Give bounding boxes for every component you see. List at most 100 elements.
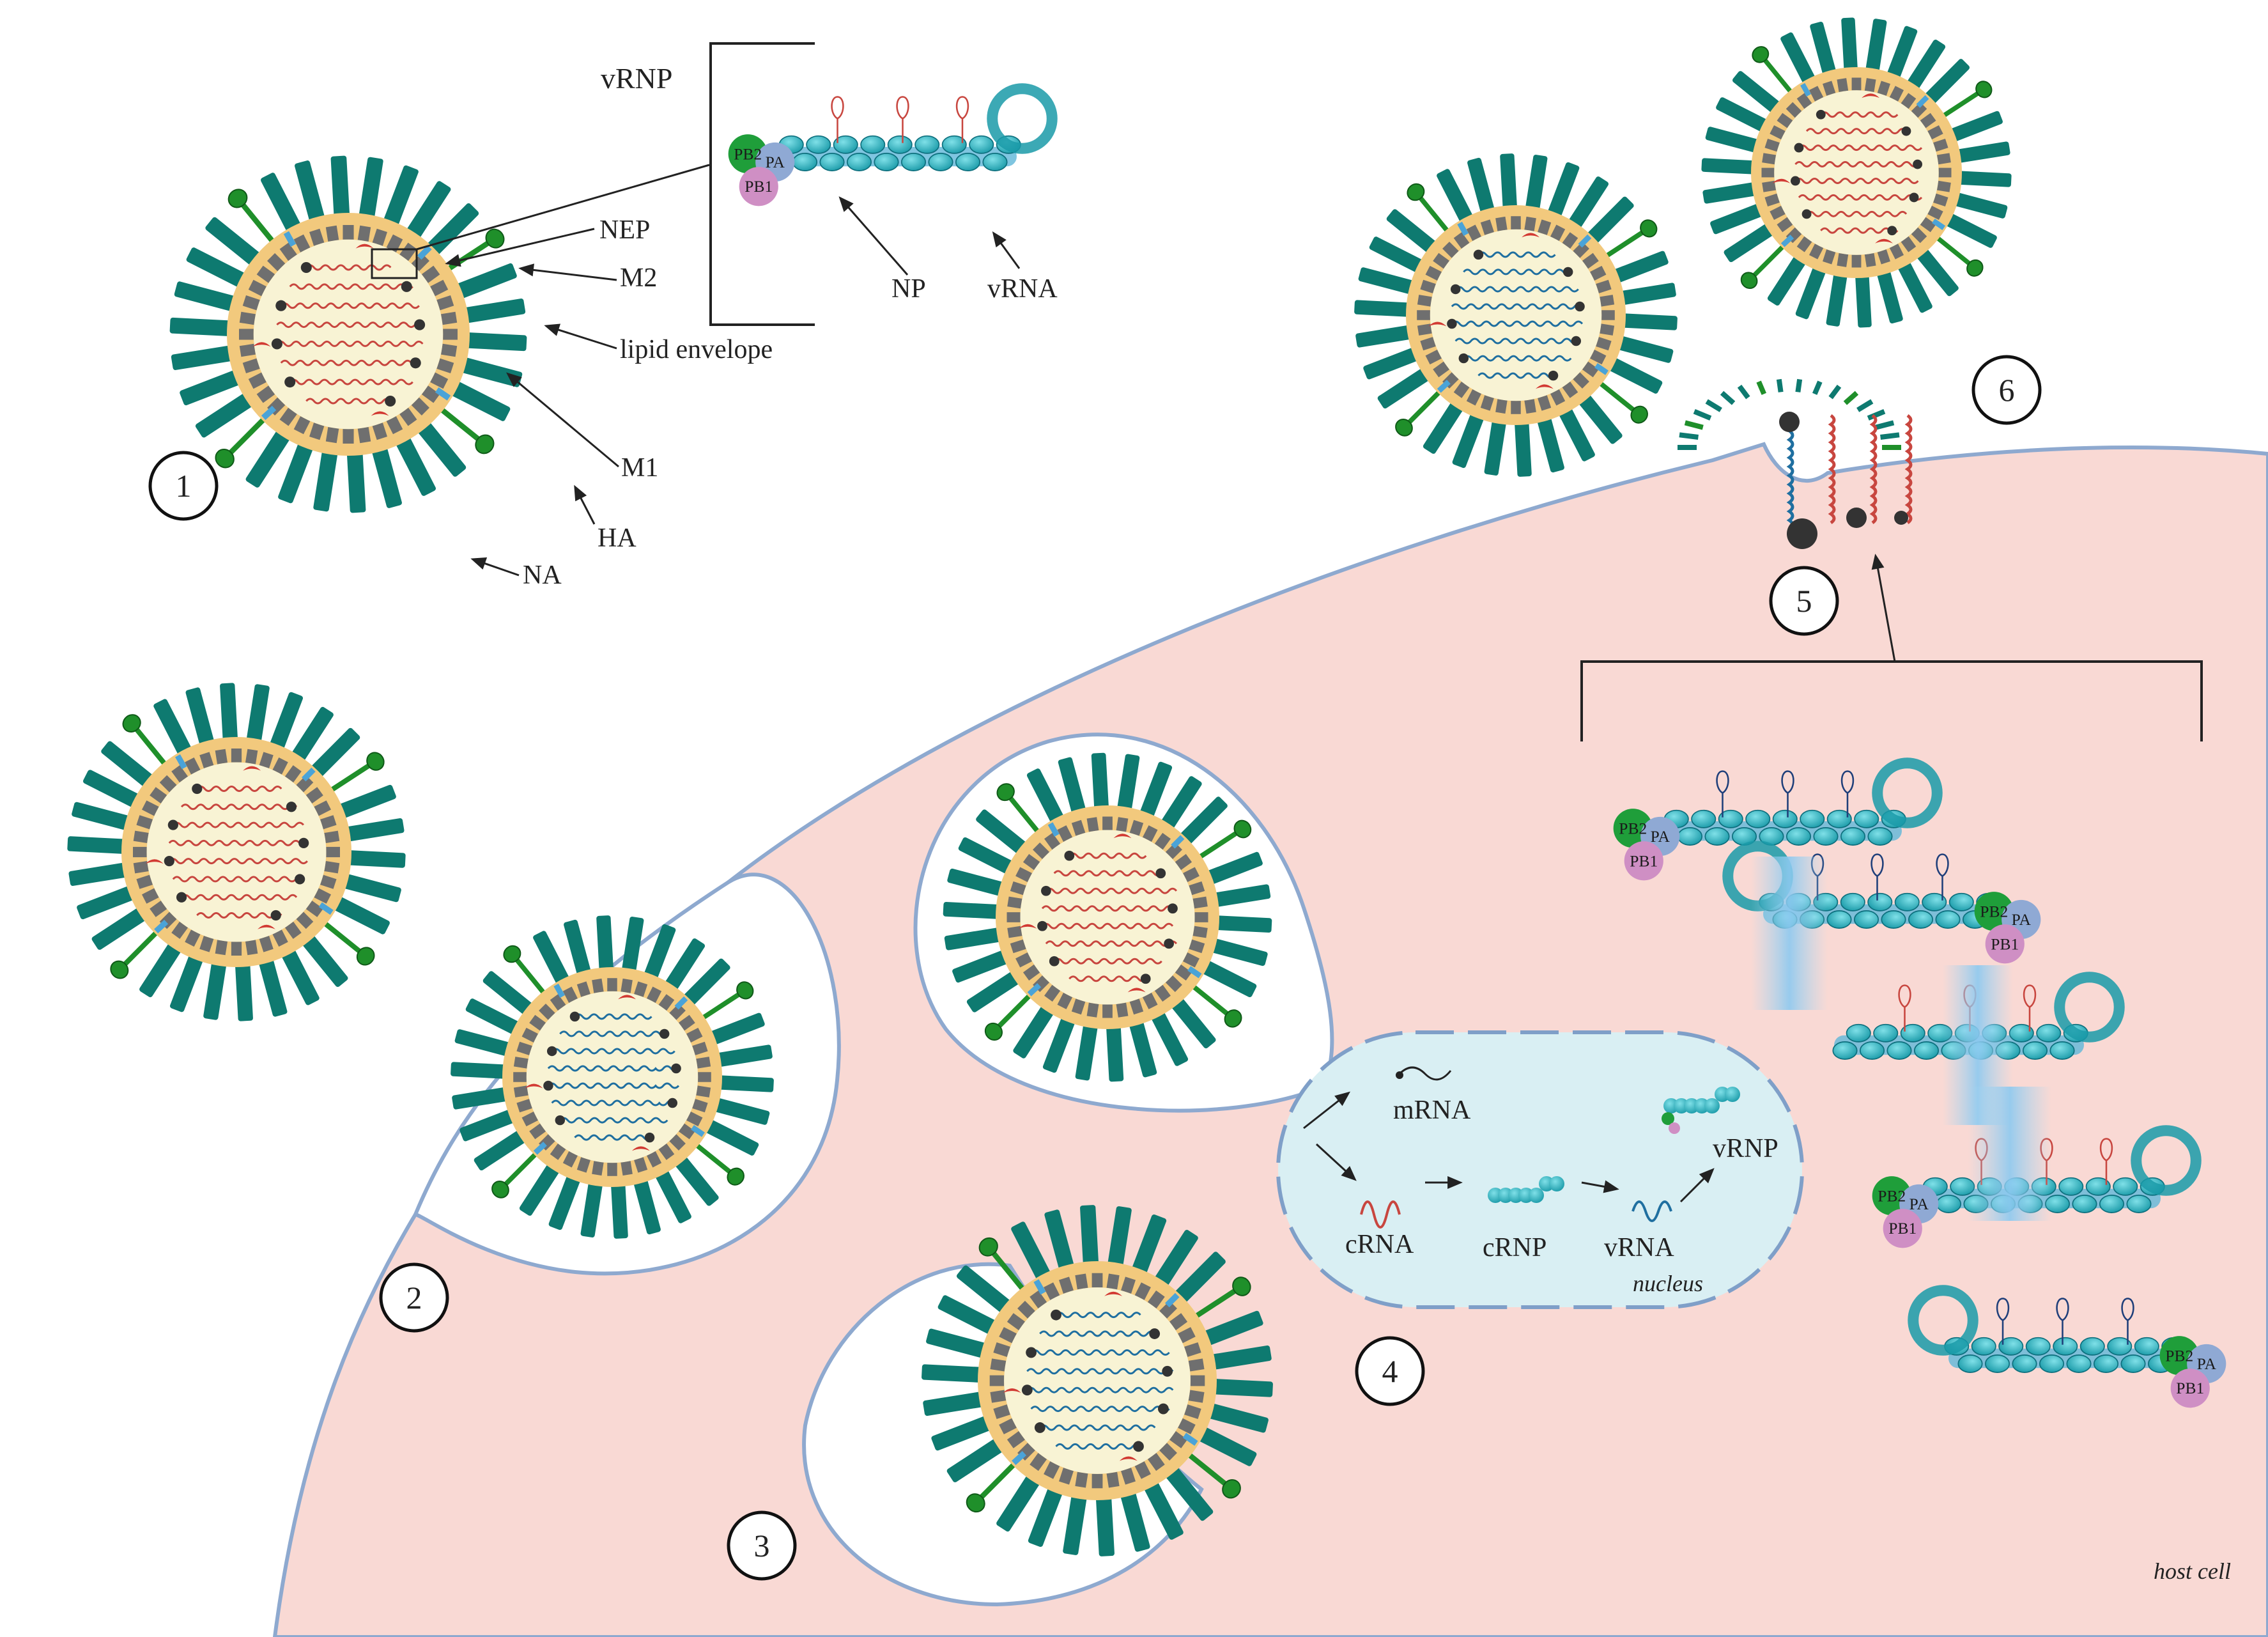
ha-arrow xyxy=(574,485,596,525)
vrnp-bracket-top xyxy=(709,42,815,326)
ha-spike xyxy=(946,1435,1009,1482)
ha-spike xyxy=(1767,251,1809,306)
ha-spike xyxy=(931,1413,997,1451)
nep-protein xyxy=(631,1146,650,1151)
ha-spike xyxy=(288,706,334,766)
na-spike xyxy=(1192,819,1252,864)
rna-segment xyxy=(168,858,308,865)
nep-protein xyxy=(243,766,261,771)
na-spike xyxy=(440,228,505,275)
step-number: 3 xyxy=(754,1528,770,1563)
ha-spike xyxy=(268,692,304,756)
ha-spike xyxy=(1208,884,1271,908)
ha-spike xyxy=(313,444,339,512)
nep-protein xyxy=(1522,233,1540,238)
pb1-subunit xyxy=(2170,1369,2210,1408)
virion-1 xyxy=(169,155,527,513)
m2-channel xyxy=(1932,218,1946,230)
ha-spike xyxy=(450,263,517,301)
m2-channel xyxy=(691,1125,705,1137)
rna-segment xyxy=(1055,1443,1141,1450)
rna-segment xyxy=(1463,268,1572,275)
na-arrow xyxy=(470,557,520,577)
ha-spike xyxy=(1141,1475,1184,1540)
pb1-label: PB1 xyxy=(1630,851,1658,870)
rna-segment xyxy=(196,786,282,792)
rnp-interaction-band xyxy=(1968,1087,2051,1221)
na-label: NA xyxy=(523,561,562,590)
ha-spike xyxy=(1176,796,1228,849)
ha-spike xyxy=(278,437,316,504)
ha-spike xyxy=(413,417,467,477)
ha-spike xyxy=(340,818,405,842)
ha-spike xyxy=(220,683,238,747)
ha-spike xyxy=(1042,1011,1077,1073)
rna-segment xyxy=(1798,194,1923,201)
m2-channel xyxy=(1033,1279,1046,1295)
pb2-label: PB2 xyxy=(1878,1186,1906,1205)
ha-spike xyxy=(139,938,185,998)
step-2: 2 xyxy=(379,1262,449,1333)
ha-spike xyxy=(1095,1490,1115,1556)
ha-spike xyxy=(186,247,252,290)
step-number: 1 xyxy=(176,468,192,504)
rna-segment xyxy=(180,894,298,901)
ha-spike xyxy=(381,165,419,232)
np-arrow xyxy=(838,196,909,275)
ha-spike xyxy=(454,355,523,387)
rna-segment xyxy=(280,359,420,366)
rna-segment xyxy=(1026,1368,1174,1375)
ha-spike xyxy=(235,957,253,1021)
rna-segment xyxy=(1820,227,1899,234)
ha-spike xyxy=(621,917,644,978)
ha-spike xyxy=(370,440,402,508)
m2-channel xyxy=(417,245,432,260)
rna-segment xyxy=(1045,887,1178,894)
nep-protein xyxy=(1119,1456,1138,1461)
ha-spike xyxy=(153,699,194,761)
ha-spike xyxy=(937,1295,1002,1337)
ha-spike xyxy=(1484,414,1508,476)
pb2-label: PB2 xyxy=(1619,819,1647,837)
rna-segment xyxy=(276,340,424,347)
ha-spike xyxy=(1075,1018,1099,1081)
ha-spike xyxy=(330,155,350,223)
nep-protein xyxy=(252,342,271,347)
rna-segment xyxy=(1053,958,1162,965)
ha-spike xyxy=(1953,171,2012,187)
rna-segment xyxy=(1451,320,1584,327)
np-label: NP xyxy=(891,274,926,304)
virion-6a xyxy=(1354,153,1678,477)
nep-protein xyxy=(1862,93,1880,98)
pa-label: PA xyxy=(766,153,785,171)
rna-segment xyxy=(559,1117,668,1124)
na-spike xyxy=(695,981,754,1024)
m2-channel xyxy=(1027,982,1042,997)
ha-spike xyxy=(1377,365,1435,409)
ha-spike xyxy=(1130,1214,1167,1280)
ha-spike xyxy=(923,1390,990,1416)
ha-spike xyxy=(328,894,390,935)
ha-spike xyxy=(944,926,1007,950)
rna-segment xyxy=(1041,922,1174,929)
ha-spike xyxy=(1210,915,1272,933)
ha-spike xyxy=(1826,267,1848,327)
ha-spike xyxy=(519,1159,562,1216)
ha-spike xyxy=(1151,1230,1198,1292)
vrna-top-label: vRNA xyxy=(987,274,1058,304)
ha-spike xyxy=(966,968,1024,1012)
nep-protein xyxy=(1019,924,1037,929)
pb1-label: PB1 xyxy=(2176,1379,2204,1397)
ha-spike xyxy=(171,345,239,370)
ha-spike xyxy=(1201,851,1263,887)
ha-spike xyxy=(482,971,537,1018)
ha-spike xyxy=(1732,71,1784,116)
ha-spike xyxy=(72,802,136,832)
rna-segment xyxy=(1451,303,1584,310)
ha-spike xyxy=(533,931,572,989)
rna-segment xyxy=(547,1065,680,1072)
ha-spike xyxy=(1196,958,1257,998)
crna-crnp-arrow xyxy=(1425,1175,1463,1190)
m2-channel xyxy=(1171,835,1185,849)
na-spike xyxy=(689,1138,744,1186)
